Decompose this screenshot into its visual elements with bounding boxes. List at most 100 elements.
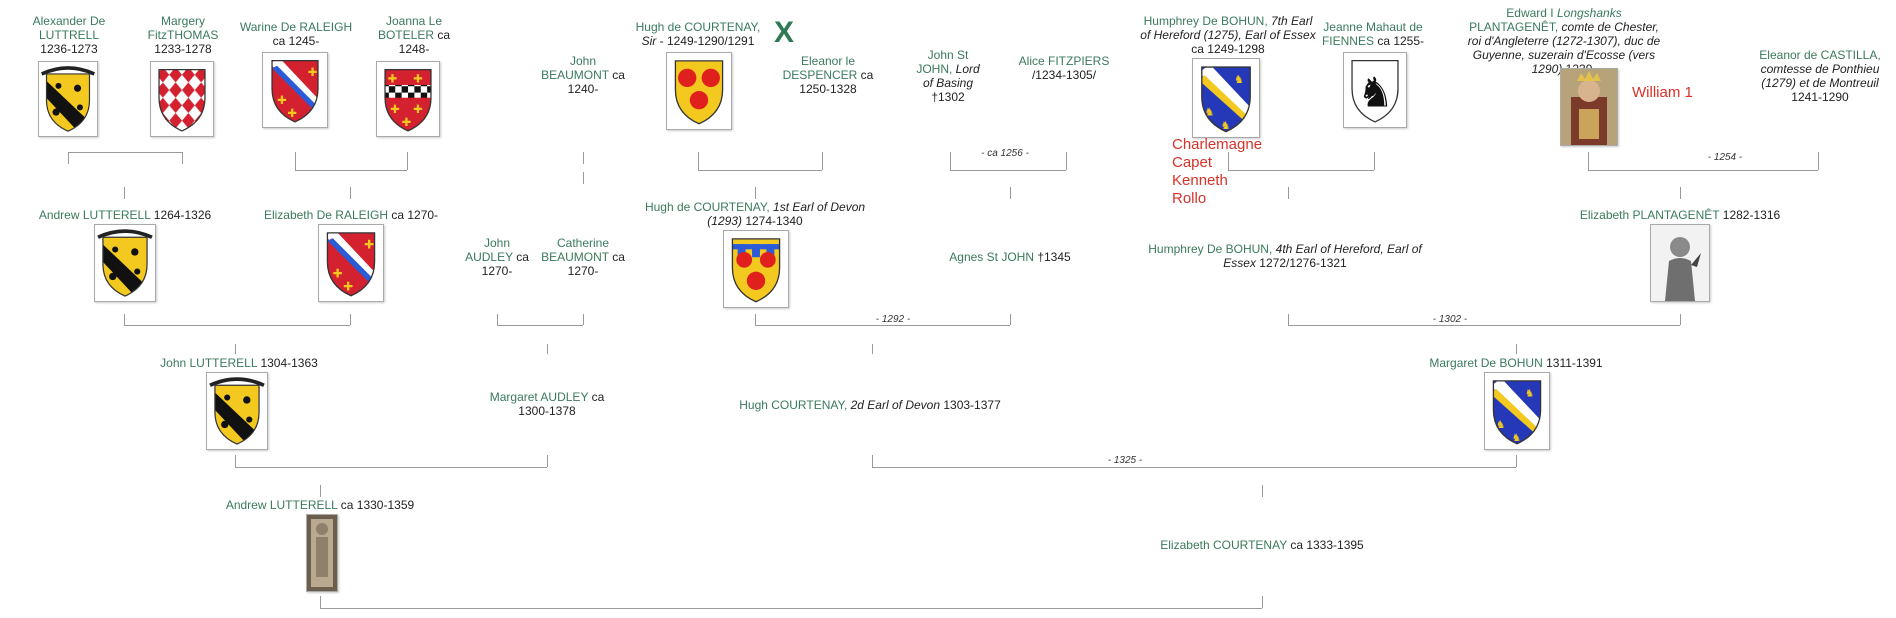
person-john-lutterell: John LUTTERELL 1304-1363 — [144, 356, 334, 370]
person-dates: ca 1333-1395 — [1290, 538, 1364, 552]
marriage-year-edward: - 1254 - — [1707, 152, 1743, 163]
person-name-link[interactable]: Margaret De BOHUN — [1429, 356, 1543, 370]
person-elizabeth-plantagenet: Elizabeth PLANTAGENÊT 1282-1316 — [1560, 208, 1800, 222]
person-name-link[interactable]: John St JOHN, — [916, 48, 969, 76]
person-john-audley: John AUDLEY ca 1270- — [462, 236, 532, 278]
person-humphrey-bohun-7th: Humphrey De BOHUN, 7th Earl of Hereford … — [1140, 14, 1316, 56]
person-name-link[interactable]: Andrew LUTTERELL — [225, 498, 338, 512]
person-title: Lord of Basing — [922, 62, 980, 90]
raleigh-arms-icon[interactable] — [262, 52, 328, 128]
person-dates: ca 1270- — [481, 250, 529, 278]
person-dates: †1345 — [1037, 250, 1071, 264]
person-catherine-beaumont: Catherine BEAUMONT ca 1270- — [540, 236, 626, 278]
person-name-link[interactable]: Alexander De LUTTRELL — [32, 14, 106, 42]
person-andrew-lutterell-1264: Andrew LUTTERELL 1264-1326 — [30, 208, 220, 222]
person-dates: ca 1270- — [391, 208, 439, 222]
bohun-arms-icon[interactable] — [1484, 372, 1550, 450]
raleigh-arms-icon[interactable] — [318, 224, 384, 302]
effigy-icon[interactable] — [306, 514, 338, 592]
person-name-link[interactable]: Andrew LUTTERELL — [38, 208, 151, 222]
person-name-link[interactable]: John AUDLEY — [465, 236, 513, 264]
ancestor-name: Rollo — [1172, 190, 1207, 207]
person-name-link[interactable]: John LUTTERELL — [160, 356, 258, 370]
person-dates: 1233-1278 — [154, 42, 212, 56]
person-name-link[interactable]: Joanna Le BOTELER — [377, 14, 443, 42]
person-alexander-luttrell: Alexander De LUTTRELL 1236-1273 — [22, 14, 116, 56]
person-name-link[interactable]: Humphrey De BOHUN, — [1148, 242, 1273, 256]
courtenay-arms-icon[interactable] — [723, 230, 789, 308]
person-dates: ca 1245- — [272, 34, 320, 48]
person-name-link[interactable]: Warine De RALEIGH — [239, 20, 353, 34]
person-dates: 1303-1377 — [943, 398, 1001, 412]
marriage-year-final: - 1325 - — [1107, 455, 1143, 466]
person-eleanor-despencer: Eleanor le DESPENCER ca 1250-1328 — [768, 54, 888, 96]
person-name-link[interactable]: John BEAUMONT — [541, 54, 609, 82]
person-warine-raleigh: Warine De RALEIGH ca 1245- — [234, 20, 358, 48]
person-dates: ca 1250-1328 — [799, 68, 874, 96]
person-title: 4th Earl of Hereford, Earl of Essex — [1223, 242, 1422, 270]
person-dates: 1236-1273 — [40, 42, 98, 56]
elizabeth-portrait-icon[interactable] — [1650, 224, 1710, 302]
person-title: 7th Earl of Hereford (1275), Earl of Ess… — [1140, 14, 1316, 42]
person-elizabeth-raleigh: Elizabeth De RALEIGH ca 1270- — [256, 208, 446, 222]
person-dates: 1311-1391 — [1546, 356, 1603, 370]
courtenay-arms-icon[interactable] — [666, 52, 732, 130]
person-name-link[interactable]: Jeanne Mahaut de FIENNES — [1321, 20, 1423, 48]
person-name-link[interactable]: Elizabeth De RALEIGH — [263, 208, 388, 222]
person-name-link[interactable]: Edward I — [1506, 6, 1554, 20]
person-title: comte de Chester, roi d'Angleterre (1272… — [1467, 20, 1661, 76]
person-name-link[interactable]: PLANTAGENÊT, — [1469, 20, 1559, 34]
person-name-link[interactable]: Hugh de COURTENAY, — [635, 20, 761, 34]
person-john-beaumont: John BEAUMONT ca 1240- — [535, 54, 631, 96]
marriage-year-stjohn: - ca 1256 - — [981, 148, 1029, 159]
person-dates: ca 1255- — [1377, 34, 1425, 48]
person-name-link[interactable]: Eleanor de CASTILLA, — [1759, 48, 1881, 62]
person-name-link[interactable]: Elizabeth COURTENAY — [1160, 538, 1287, 552]
person-margaret-bohun: Margaret De BOHUN 1311-1391 — [1416, 356, 1616, 370]
person-name-link[interactable]: Margery FitzTHOMAS — [147, 14, 219, 42]
luttrell-arms-icon[interactable] — [94, 224, 156, 302]
person-title: comtesse de Ponthieu (1279) et de Montre… — [1760, 62, 1880, 90]
marriage-year-bohun: - 1302 - — [1432, 314, 1468, 325]
person-dates: 1272/1276-1321 — [1259, 256, 1347, 270]
person-nickname: Longshanks — [1556, 6, 1622, 20]
x-mark-annotation: X — [774, 16, 795, 49]
person-humphrey-bohun-4th: Humphrey De BOHUN, 4th Earl of Hereford,… — [1140, 242, 1430, 270]
luttrell-arms-icon[interactable] — [38, 61, 98, 137]
person-dates: 1282-1316 — [1722, 208, 1781, 222]
person-alice-fitzpiers: Alice FITZPIERS /1234-1305/ — [1018, 54, 1110, 82]
person-name-link[interactable]: Elizabeth PLANTAGENÊT — [1579, 208, 1720, 222]
person-name-link[interactable]: Eleanor le DESPENCER — [782, 54, 858, 82]
person-dates: - 1249-1290/1291 — [659, 34, 755, 48]
person-title: 1st Earl of Devon (1293) — [707, 200, 866, 228]
edward-portrait-icon[interactable] — [1560, 68, 1618, 146]
boteler-arms-icon[interactable] — [376, 61, 440, 137]
william-annotation: William 1 — [1632, 84, 1693, 101]
person-dates: †1302 — [931, 90, 965, 104]
fiennes-arms-icon[interactable] — [1343, 52, 1407, 128]
person-dates: 1274-1340 — [745, 214, 803, 228]
ancestor-list-annotation: Charlemagne Capet Kenneth Rollo — [1172, 136, 1262, 208]
luttrell-arms-icon[interactable] — [206, 372, 268, 450]
person-name-link[interactable]: Margaret AUDLEY — [489, 390, 589, 404]
person-name-link[interactable]: Alice FITZPIERS — [1018, 54, 1110, 68]
person-name-link[interactable]: Hugh COURTENAY, — [739, 398, 848, 412]
ancestor-name: Capet — [1172, 154, 1213, 171]
person-name-link[interactable]: Agnes St JOHN — [949, 250, 1034, 264]
person-hugh-courtenay-sir: Hugh de COURTENAY, Sir - 1249-1290/1291 — [628, 20, 768, 48]
person-name-link[interactable]: Catherine BEAUMONT — [541, 236, 610, 264]
person-dates: ca 1248- — [398, 28, 451, 56]
person-title: 2d Earl of Devon — [850, 398, 941, 412]
person-dates: /1234-1305/ — [1031, 68, 1097, 82]
fitzthomas-arms-icon[interactable] — [150, 61, 214, 137]
person-margaret-audley: Margaret AUDLEY ca 1300-1378 — [480, 390, 614, 418]
person-name-link[interactable]: Hugh de COURTENAY, — [644, 200, 770, 214]
person-hugh-courtenay-1st-earl: Hugh de COURTENAY, 1st Earl of Devon (12… — [640, 200, 870, 228]
ancestor-name: Charlemagne — [1172, 136, 1263, 153]
person-dates: 1304-1363 — [260, 356, 318, 370]
person-agnes-st-john: Agnes St JOHN †1345 — [930, 250, 1090, 264]
marriage-year-courtenay: - 1292 - — [875, 314, 911, 325]
person-margery-fitzthomas: Margery FitzTHOMAS 1233-1278 — [138, 14, 228, 56]
bohun-arms-icon[interactable] — [1192, 58, 1260, 138]
person-name-link[interactable]: Humphrey De BOHUN, — [1143, 14, 1268, 28]
